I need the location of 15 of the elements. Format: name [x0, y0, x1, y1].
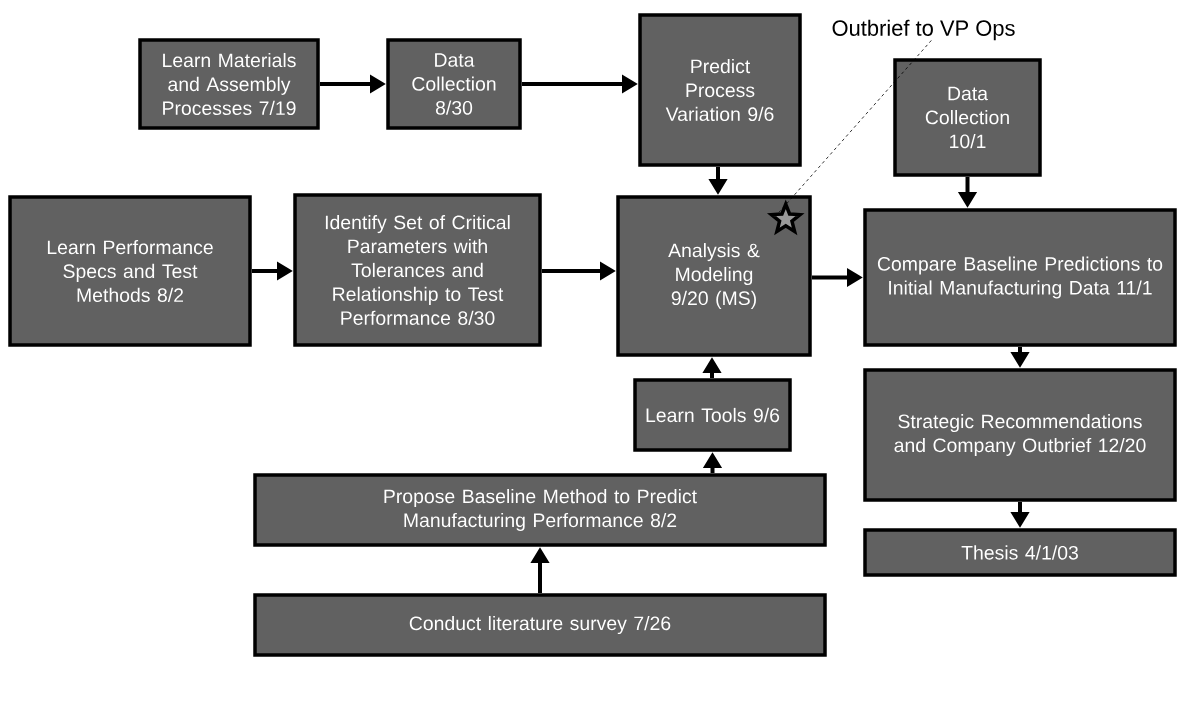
process-box: Conduct literature survey 7/26 [253, 593, 827, 657]
process-box: Data Collection 10/1 [893, 58, 1042, 177]
process-box: Data Collection 8/30 [386, 38, 522, 130]
process-box: Identify Set of Critical Parameters with Tolerances and Relationship to Test Performance 8/30 [293, 193, 542, 347]
leader-line [778, 40, 932, 213]
process-box: Learn Materials and Assembly Processes 7/19 [138, 38, 320, 130]
process-box: Predict Process Variation 9/6 [638, 13, 802, 167]
callout-text: Outbrief to VP Ops [832, 19, 1015, 41]
process-box: Compare Baseline Predictions to Initial Manufacturing Data 11/1 [863, 208, 1177, 347]
process-box: Learn Performance Specs and Test Methods 8/2 [8, 195, 252, 347]
process-box: Strategic Recommendations and Company Outbrief 12/20 [863, 368, 1177, 502]
process-box: Learn Tools 9/6 [633, 378, 792, 452]
process-box: Propose Baseline Method to Predict Manufacturing Performance 8/2 [253, 473, 827, 547]
process-box: Thesis 4/1/03 [863, 528, 1177, 577]
process-box: Analysis & Modeling 9/20 (MS) [616, 195, 812, 357]
